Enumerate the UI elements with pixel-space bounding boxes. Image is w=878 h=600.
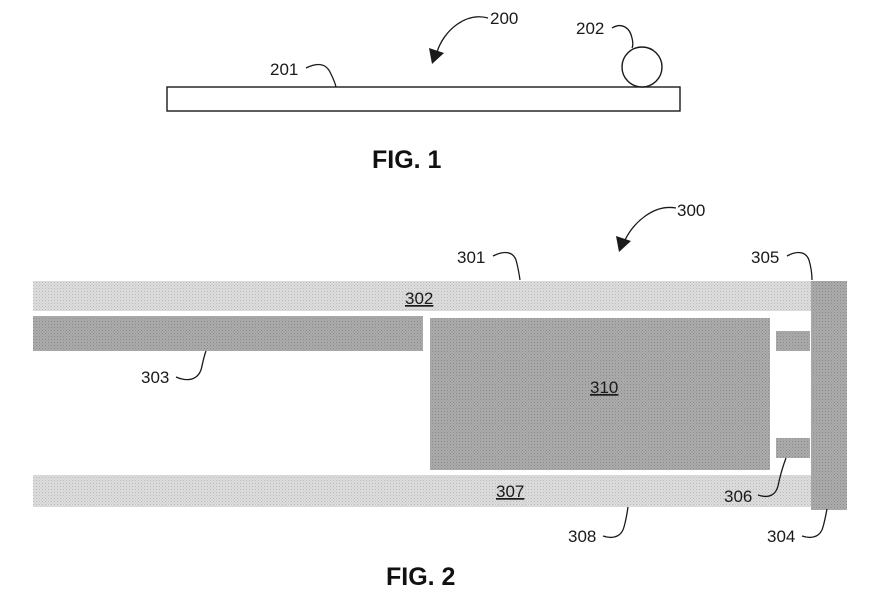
ref-303: 303 — [141, 368, 169, 387]
arrowhead-200 — [429, 48, 444, 64]
figure-1: 200 201 202 FIG. 1 — [166, 9, 681, 174]
arrow-300 — [624, 206, 677, 241]
arrow-200 — [436, 16, 489, 53]
ref-308: 308 — [568, 527, 596, 546]
ref-201: 201 — [270, 60, 298, 79]
ref-202: 202 — [576, 19, 604, 38]
fig-2-caption: FIG. 2 — [386, 563, 455, 591]
label-310: 310 — [590, 378, 618, 397]
ref-301: 301 — [457, 248, 485, 267]
leader-202 — [611, 24, 634, 49]
fig-1-caption: FIG. 1 — [372, 146, 442, 174]
leader-304 — [801, 508, 828, 539]
ref-300: 300 — [677, 201, 705, 220]
bottom-layer-307 — [33, 475, 811, 507]
leader-306 — [757, 457, 787, 498]
left-bar-303 — [33, 316, 423, 351]
upper-tab — [776, 331, 810, 351]
leader-201 — [305, 63, 337, 88]
top-layer-302 — [33, 281, 811, 311]
figure-2: 302 310 307 300 301 305 303 306 308 304 … — [33, 201, 847, 591]
leader-303 — [175, 350, 207, 381]
ref-304: 304 — [767, 527, 795, 546]
ref-305: 305 — [751, 248, 779, 267]
center-block-310 — [430, 318, 770, 470]
label-302: 302 — [405, 289, 433, 308]
substrate-201 — [166, 86, 681, 112]
leader-308 — [602, 506, 629, 539]
ref-306: 306 — [724, 487, 752, 506]
ref-200: 200 — [490, 9, 518, 28]
lower-tab-306 — [776, 438, 810, 458]
right-wall-305 — [811, 281, 847, 510]
arrowhead-300 — [616, 236, 631, 252]
leader-305 — [786, 251, 813, 281]
leader-301 — [492, 251, 521, 281]
sphere-202 — [621, 46, 663, 88]
label-307: 307 — [496, 482, 524, 501]
